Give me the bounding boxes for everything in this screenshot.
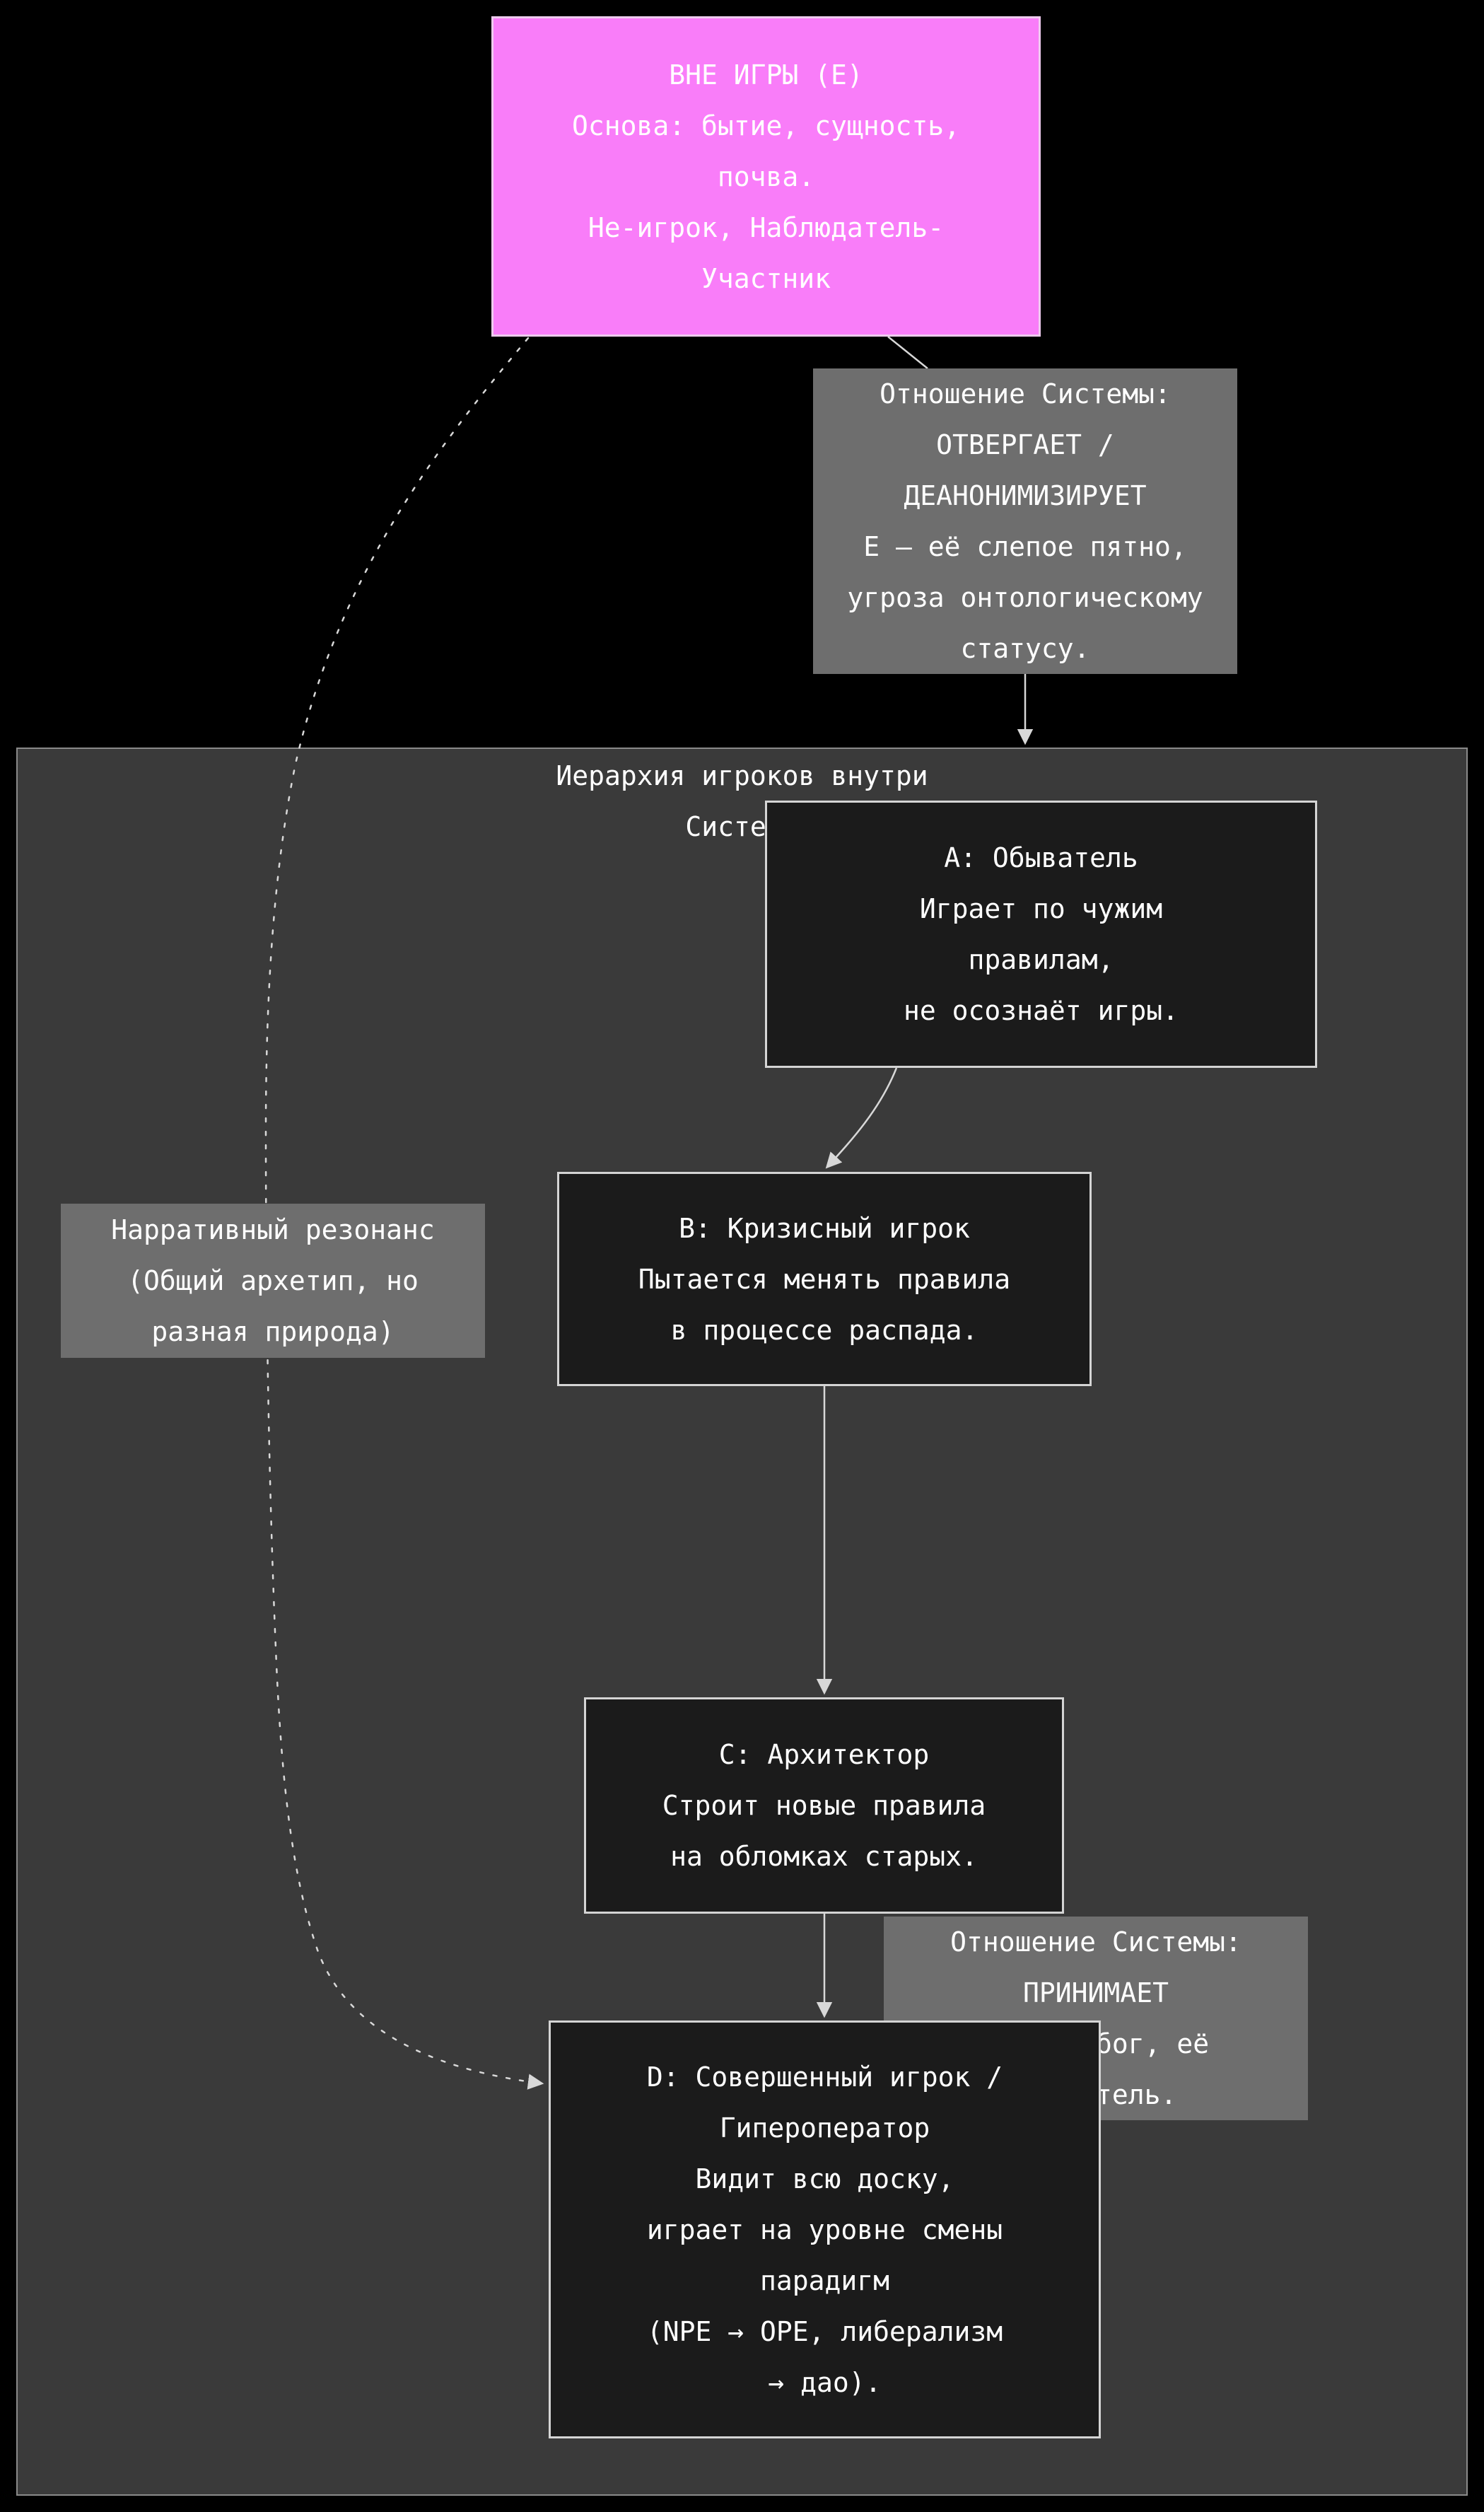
node-a-everyman: A: Обыватель Играет по чужим правилам, н… [765, 801, 1317, 1068]
cluster-title: Иерархия игроков внутри Системы [556, 760, 928, 842]
node-d-perfect-player: D: Совершенный игрок / Гипероператор Вид… [549, 2020, 1101, 2438]
edge-e-to-rejects-label [887, 336, 928, 369]
node-e-outside-the-game: ВНЕ ИГРЫ (E) Основа: бытие, сущность, по… [491, 16, 1041, 337]
edge-label-system-rejects: Отношение Системы: ОТВЕРГАЕТ / ДЕАНОНИМИ… [813, 368, 1237, 674]
node-b-crisis-player: B: Кризисный игрок Пытается менять прави… [557, 1172, 1092, 1386]
node-c-architect: C: Архитектор Строит новые правила на об… [584, 1697, 1064, 1914]
edge-label-narrative-resonance: Нарративный резонанс (Общий архетип, но … [61, 1204, 485, 1358]
